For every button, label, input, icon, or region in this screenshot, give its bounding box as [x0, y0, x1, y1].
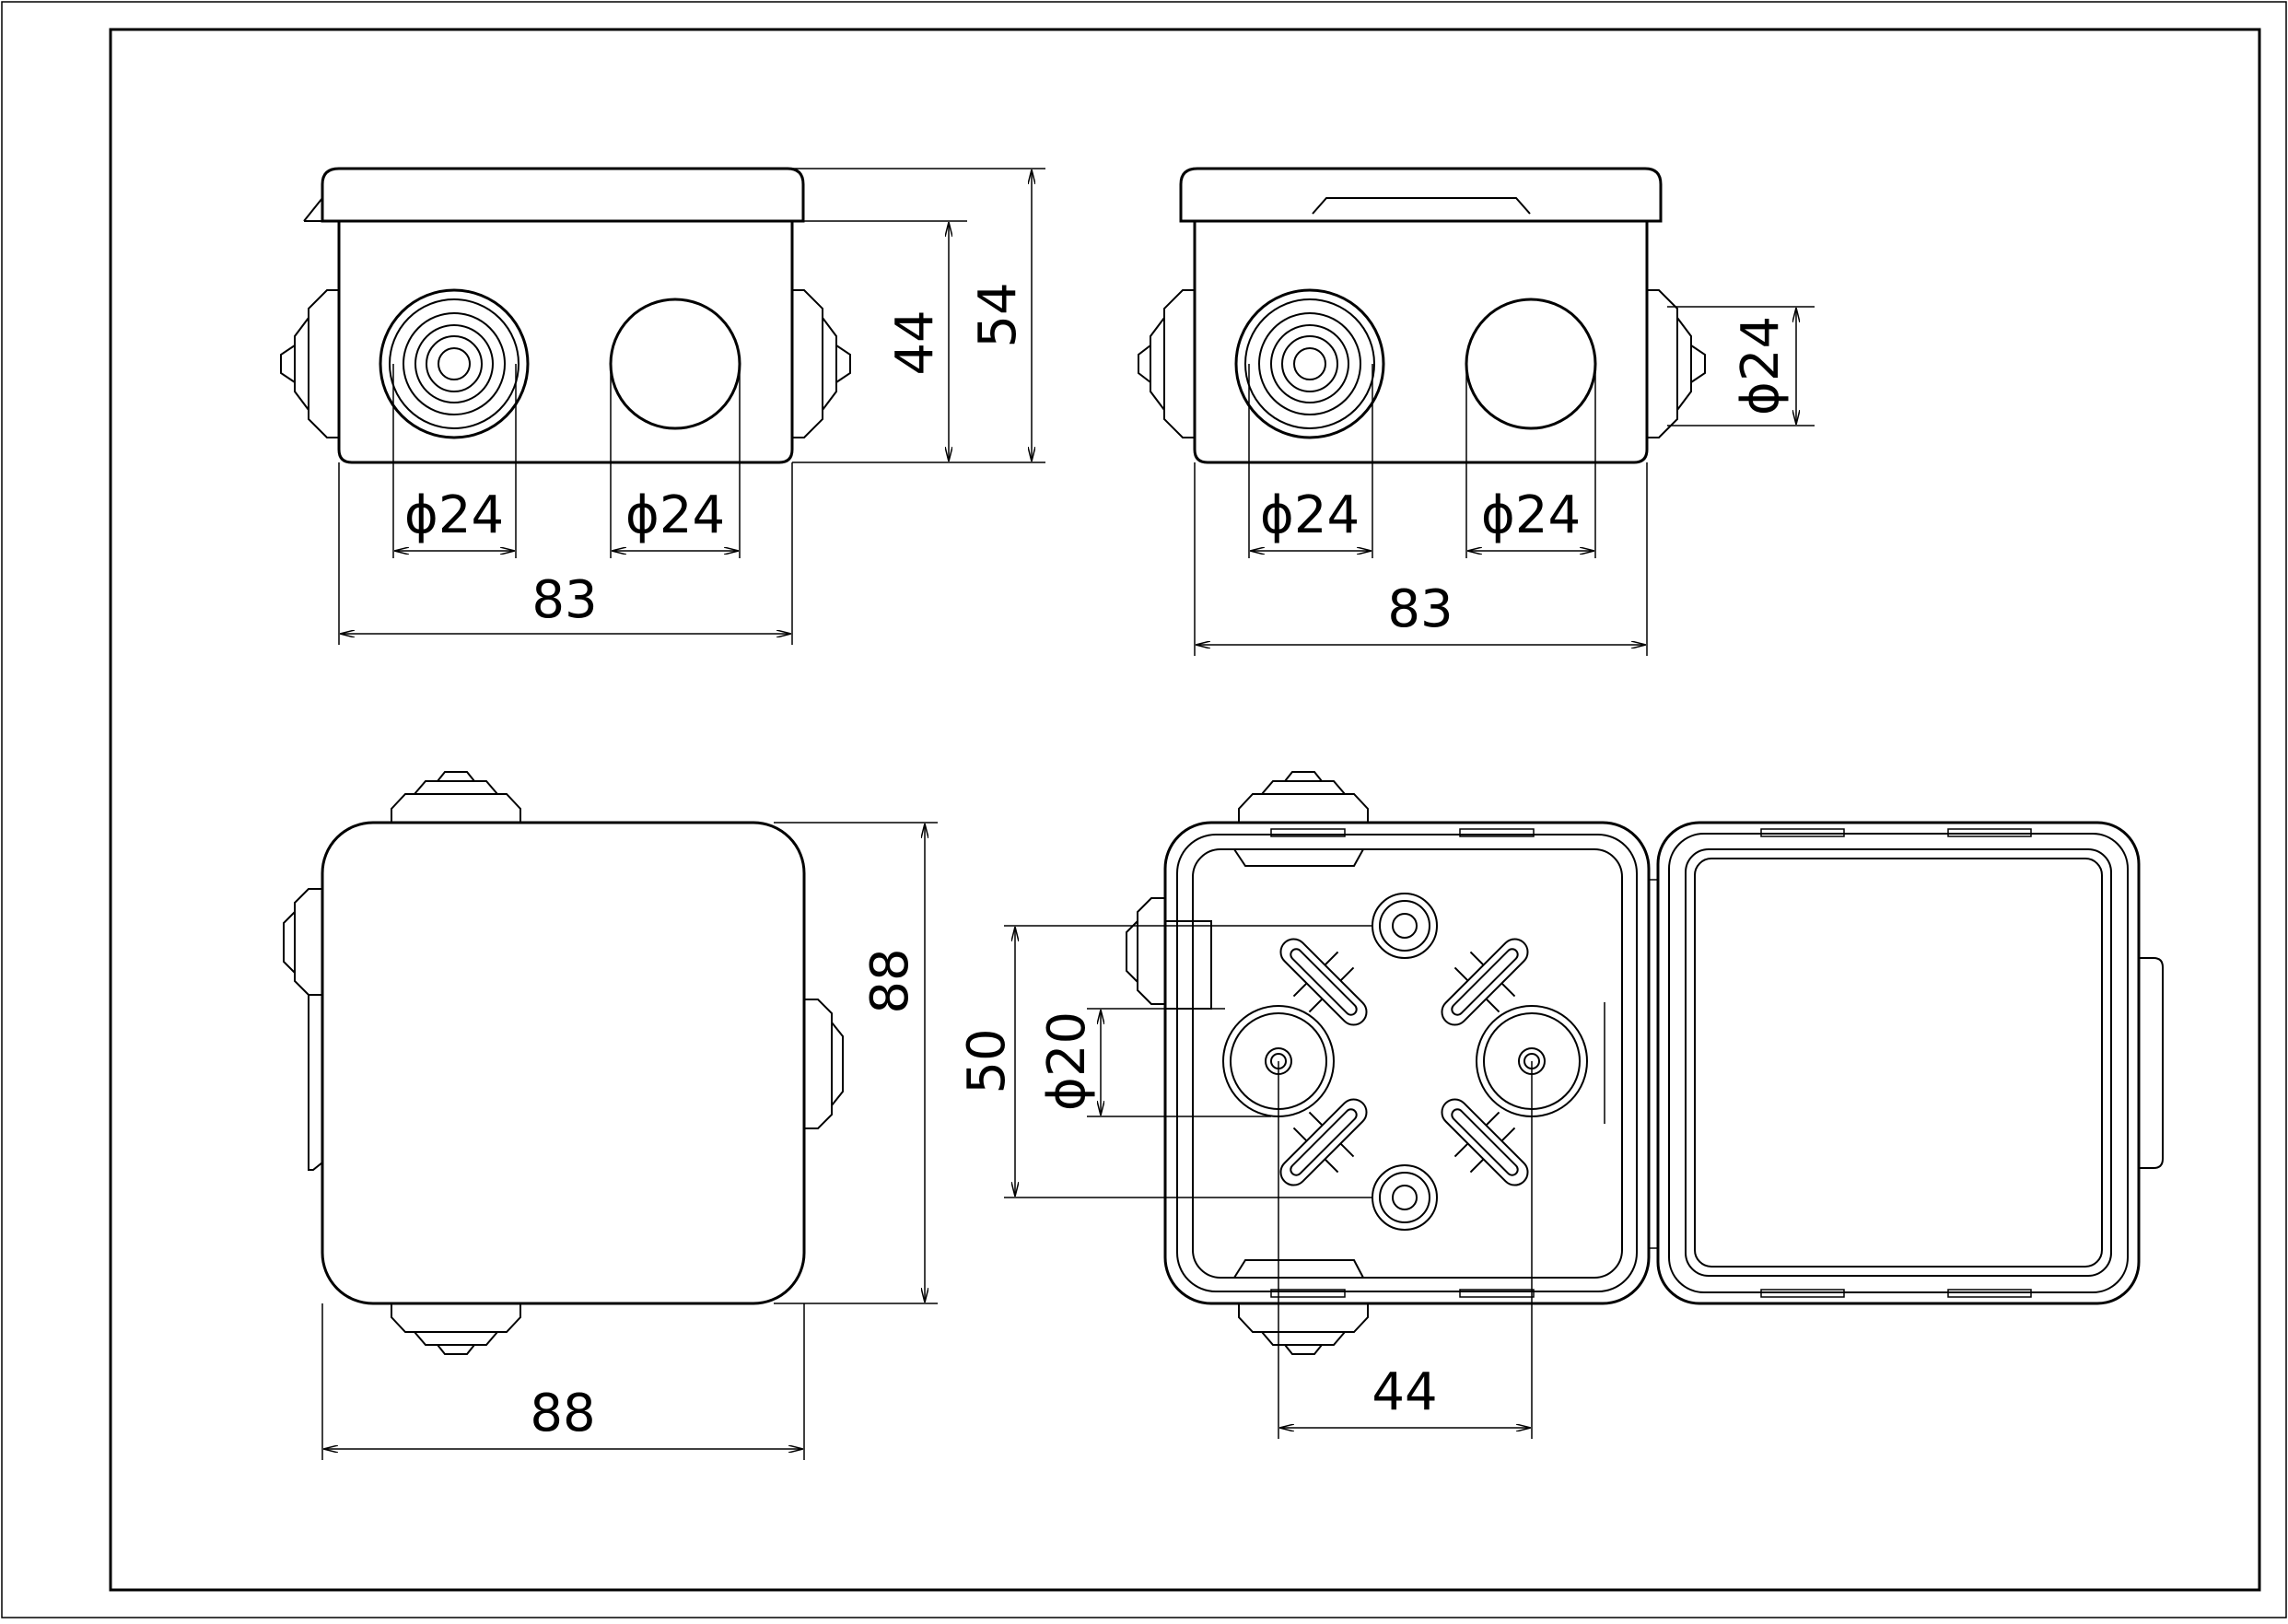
open-lid-inner — [1694, 858, 2103, 1268]
rib-bottom-right — [1441, 1098, 1529, 1186]
interior-gland-left — [1126, 897, 1212, 1010]
open-lid-outer — [1656, 821, 2141, 1305]
rib-top-right — [1441, 938, 1529, 1026]
front-right-gland — [792, 289, 851, 438]
interior-gland-top — [1238, 771, 1369, 823]
interior-vertical-spacing-dim: 50 — [957, 1028, 1017, 1093]
rib-top-left — [1279, 938, 1368, 1026]
front-width-dim: 83 — [531, 570, 597, 630]
top-width-dim: 88 — [530, 1384, 595, 1443]
screw-boss-top — [1372, 893, 1438, 959]
front-hole-right — [609, 298, 741, 430]
box-base-outer — [1163, 821, 1651, 1305]
front-body — [337, 221, 794, 464]
rib-bottom-left — [1279, 1098, 1368, 1186]
side-lid — [1179, 167, 1663, 223]
box-base-inner — [1192, 848, 1623, 1279]
front-view: ϕ24 ϕ24 83 44 54 — [280, 167, 1045, 645]
interior-view: 50 ϕ20 44 — [957, 771, 2164, 1439]
top-view: 88 88 — [283, 771, 938, 1460]
top-view-gland-left — [283, 888, 323, 1171]
top-lid-outline — [321, 821, 806, 1305]
lid-latch-tab — [2139, 957, 2164, 1169]
interior-horizontal-spacing-dim: 44 — [1372, 1362, 1437, 1422]
side-hole-left-dim: ϕ24 — [1260, 485, 1360, 545]
front-hole-left-dim: ϕ24 — [404, 485, 504, 545]
front-left-gland — [280, 289, 339, 438]
side-hole-side-dim: ϕ24 — [1731, 316, 1791, 415]
top-view-gland-top — [391, 771, 521, 823]
top-height-dim: 88 — [860, 948, 920, 1013]
side-view: ϕ24 ϕ24 83 ϕ24 — [1138, 167, 1815, 656]
side-body — [1193, 221, 1649, 464]
side-right-gland — [1647, 289, 1706, 438]
front-hole-left — [379, 288, 530, 439]
inner-frame — [109, 28, 2261, 1592]
side-hole-left — [1234, 288, 1385, 439]
side-hole-right-dim: ϕ24 — [1481, 485, 1581, 545]
side-hole-right — [1465, 298, 1597, 430]
front-hole-right-dim: ϕ24 — [625, 485, 725, 545]
interior-gland-bottom — [1238, 1303, 1369, 1355]
front-total-height-dim: 54 — [968, 282, 1028, 347]
side-width-dim: 83 — [1387, 579, 1453, 639]
side-left-gland — [1138, 289, 1195, 438]
top-view-gland-right — [804, 999, 844, 1129]
top-view-gland-bottom — [391, 1303, 521, 1355]
interior-hole-diameter-dim: ϕ20 — [1037, 1011, 1097, 1111]
front-lid — [321, 167, 805, 223]
side-lid-latch — [1312, 197, 1531, 215]
front-body-height-dim: 44 — [885, 310, 945, 375]
screw-boss-bottom — [1372, 1164, 1438, 1231]
